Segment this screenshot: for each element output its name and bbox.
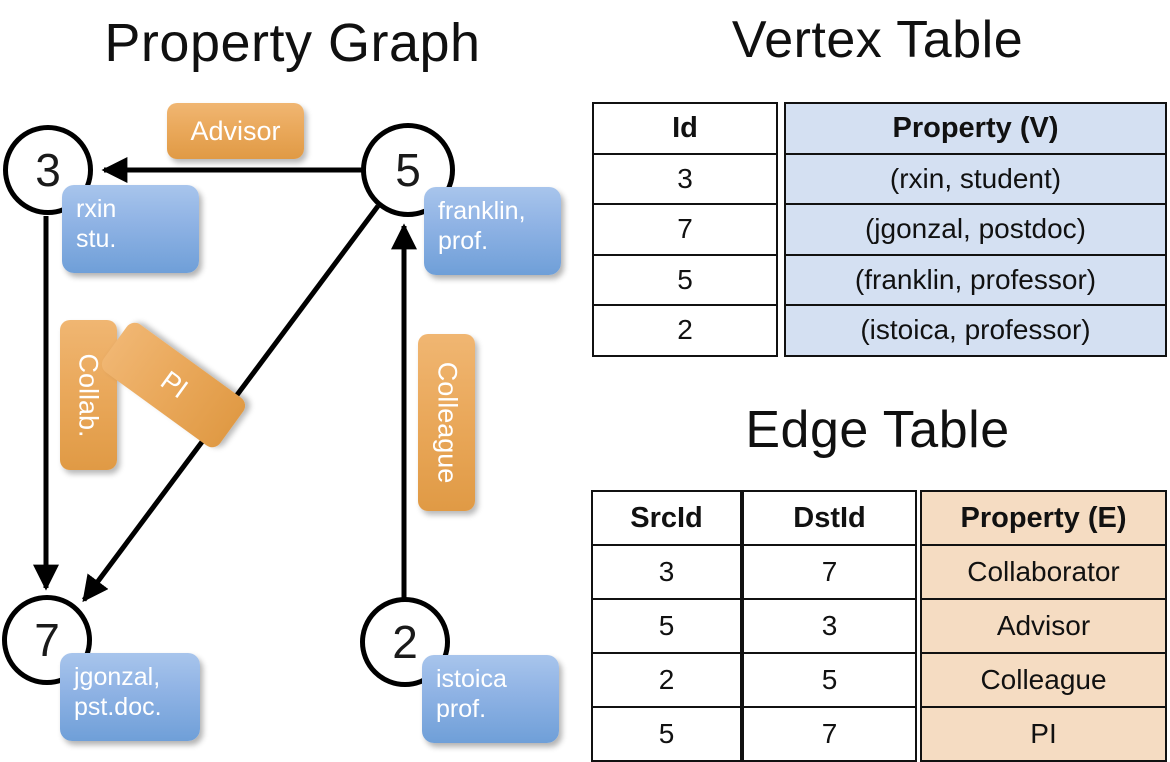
edge-table-header-dstid: DstId — [742, 490, 917, 546]
graph-node-2[interactable]: 2 — [360, 597, 450, 687]
table-row[interactable]: 2 — [592, 304, 778, 357]
edge-table-cell-property: PI — [920, 706, 1167, 762]
vertex-table-id-column: Id 3 7 5 2 — [592, 102, 778, 357]
edge-table-cell-property: Advisor — [920, 598, 1167, 654]
vertex-table-cell-id: 2 — [592, 304, 778, 357]
edge-label-colleague[interactable]: Colleague — [418, 334, 475, 511]
edge-label-collaborator-text: Collab. — [74, 352, 105, 438]
edge-label-collaborator[interactable]: Collab. — [60, 320, 117, 470]
edge-table-property-column: Property (E) Collaborator Advisor Collea… — [920, 490, 1167, 762]
graph-node-5-property-box[interactable]: franklin, prof. — [424, 187, 561, 275]
edge-label-advisor-text: Advisor — [190, 115, 281, 146]
table-row[interactable]: PI — [920, 706, 1167, 762]
table-row[interactable]: 5 — [591, 706, 742, 762]
table-row[interactable]: Colleague — [920, 652, 1167, 708]
vertex-table-cell-property: (franklin, professor) — [784, 253, 1167, 306]
table-row[interactable]: 7 — [592, 203, 778, 256]
graph-node-3-property-box[interactable]: rxin stu. — [62, 185, 199, 273]
edge-table-cell-srcid: 2 — [591, 652, 742, 708]
edge-table-cell-property: Colleague — [920, 652, 1167, 708]
edge-table-cell-dstid: 7 — [742, 706, 917, 762]
table-row[interactable]: 7 — [742, 706, 917, 762]
table-row[interactable]: 3 — [742, 598, 917, 654]
table-row[interactable]: Advisor — [920, 598, 1167, 654]
edge-label-advisor[interactable]: Advisor — [167, 103, 304, 159]
table-header-row: SrcId — [591, 490, 742, 546]
table-row[interactable]: 5 — [742, 652, 917, 708]
graph-node-2-label: 2 — [392, 616, 418, 668]
table-header-row: Property (E) — [920, 490, 1167, 546]
graph-node-7-property-line2: pst.doc. — [74, 692, 162, 721]
graph-node-2-property-box[interactable]: istoica prof. — [422, 655, 559, 743]
vertex-table-cell-id: 5 — [592, 253, 778, 306]
table-row[interactable]: (jgonzal, postdoc) — [784, 203, 1167, 256]
edge-label-pi-text: PI — [154, 364, 193, 405]
table-row[interactable]: 3 — [592, 152, 778, 205]
table-header-row: DstId — [742, 490, 917, 546]
edge-table-cell-dstid: 5 — [742, 652, 917, 708]
table-row[interactable]: 2 — [591, 652, 742, 708]
graph-node-2-property-line2: prof. — [436, 694, 487, 723]
table-row[interactable]: (franklin, professor) — [784, 253, 1167, 306]
graph-node-7-label: 7 — [34, 614, 60, 666]
graph-node-3-property-line2: stu. — [76, 224, 117, 253]
table-header-row: Id — [592, 102, 778, 155]
graph-node-7-property-line1: jgonzal, — [74, 663, 161, 691]
table-row[interactable]: (istoica, professor) — [784, 304, 1167, 357]
graph-node-3-property-line1: rxin — [76, 195, 117, 223]
edge-label-colleague-text: Colleague — [432, 361, 462, 484]
page-title-edge-table: Edge Table — [745, 401, 1010, 459]
edge-table-cell-srcid: 5 — [591, 706, 742, 762]
vertex-table-cell-property: (rxin, student) — [784, 152, 1167, 205]
edge-table-cell-property: Collaborator — [920, 544, 1167, 600]
edge-table-srcid-column: SrcId 3 5 2 5 — [591, 490, 742, 762]
vertex-table-cell-id: 3 — [592, 152, 778, 205]
page-title-vertex-table: Vertex Table — [731, 11, 1024, 69]
table-row[interactable]: 7 — [742, 544, 917, 600]
vertex-table-cell-property: (jgonzal, postdoc) — [784, 203, 1167, 256]
table-header-row: Property (V) — [784, 102, 1167, 155]
vertex-table-header-property: Property (V) — [784, 102, 1167, 155]
edge-table-cell-srcid: 5 — [591, 598, 742, 654]
graph-node-5[interactable]: 5 — [361, 123, 455, 217]
edge-table-header-property: Property (E) — [920, 490, 1167, 546]
edge-table-cell-dstid: 3 — [742, 598, 917, 654]
table-row[interactable]: Collaborator — [920, 544, 1167, 600]
vertex-table-cell-id: 7 — [592, 203, 778, 256]
edge-table-header-srcid: SrcId — [591, 490, 742, 546]
table-row[interactable]: 5 — [591, 598, 742, 654]
table-row[interactable]: (rxin, student) — [784, 152, 1167, 205]
vertex-table-header-id: Id — [592, 102, 778, 155]
graph-node-3-label: 3 — [35, 144, 61, 196]
graph-node-5-property-line2: prof. — [438, 226, 489, 255]
graph-node-5-property-line1: franklin, — [438, 197, 526, 225]
edge-table-cell-dstid: 7 — [742, 544, 917, 600]
table-row[interactable]: 5 — [592, 253, 778, 306]
table-row[interactable]: 3 — [591, 544, 742, 600]
edge-table-cell-srcid: 3 — [591, 544, 742, 600]
vertex-table-property-column: Property (V) (rxin, student) (jgonzal, p… — [784, 102, 1167, 357]
page-title-property-graph: Property Graph — [104, 13, 481, 73]
graph-node-5-label: 5 — [395, 144, 421, 196]
edge-table-dstid-column: DstId 7 3 5 7 — [742, 490, 917, 762]
graph-node-7-property-box[interactable]: jgonzal, pst.doc. — [60, 653, 200, 741]
graph-node-2-property-line1: istoica — [436, 665, 507, 693]
vertex-table-cell-property: (istoica, professor) — [784, 304, 1167, 357]
